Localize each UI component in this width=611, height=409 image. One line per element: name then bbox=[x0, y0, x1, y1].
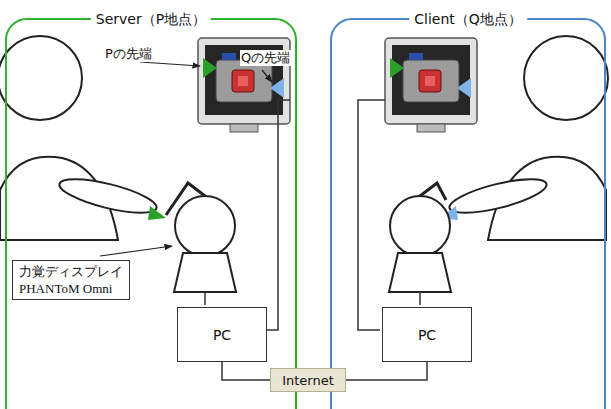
node-text: Internet bbox=[282, 373, 334, 388]
monitor-cable bbox=[358, 100, 385, 330]
region-heading: Server（P地点） bbox=[91, 10, 211, 28]
device-cable bbox=[419, 292, 421, 305]
node-text: PC bbox=[418, 327, 436, 343]
leader-line bbox=[262, 70, 272, 82]
server-stylus-tip bbox=[148, 206, 166, 220]
client-operator bbox=[447, 36, 608, 240]
haptic-base bbox=[389, 253, 451, 292]
node-text: PHANToM Omni bbox=[19, 280, 123, 297]
haptic-sphere bbox=[390, 196, 450, 256]
callout-box: 力覚ディスプレイPHANToM Omni bbox=[12, 260, 130, 300]
callout-label: Qの先端 bbox=[240, 50, 291, 66]
haptic-base bbox=[174, 253, 236, 292]
node-text: 力覚ディスプレイ bbox=[19, 263, 123, 280]
node-text: PC bbox=[213, 327, 231, 343]
server-operator bbox=[0, 36, 159, 240]
device-cable bbox=[204, 292, 206, 305]
leader-line bbox=[100, 246, 172, 256]
monitor-cable bbox=[266, 100, 290, 330]
pc-box: PC bbox=[382, 307, 472, 362]
network-link bbox=[346, 362, 427, 380]
haptic-sphere bbox=[175, 196, 235, 256]
server-region: Server（P地点）力覚ディスプレイPHANToM OmniPC bbox=[5, 18, 297, 409]
leader-line bbox=[140, 62, 200, 66]
callout-label: Pの先端 bbox=[104, 46, 153, 62]
region-heading: Client（Q地点） bbox=[409, 10, 527, 28]
internet-box: Internet bbox=[270, 368, 346, 392]
pc-box: PC bbox=[177, 307, 267, 362]
client-region: Client（Q地点）PC bbox=[330, 18, 606, 409]
client-monitor bbox=[385, 38, 477, 132]
network-link bbox=[222, 362, 270, 380]
